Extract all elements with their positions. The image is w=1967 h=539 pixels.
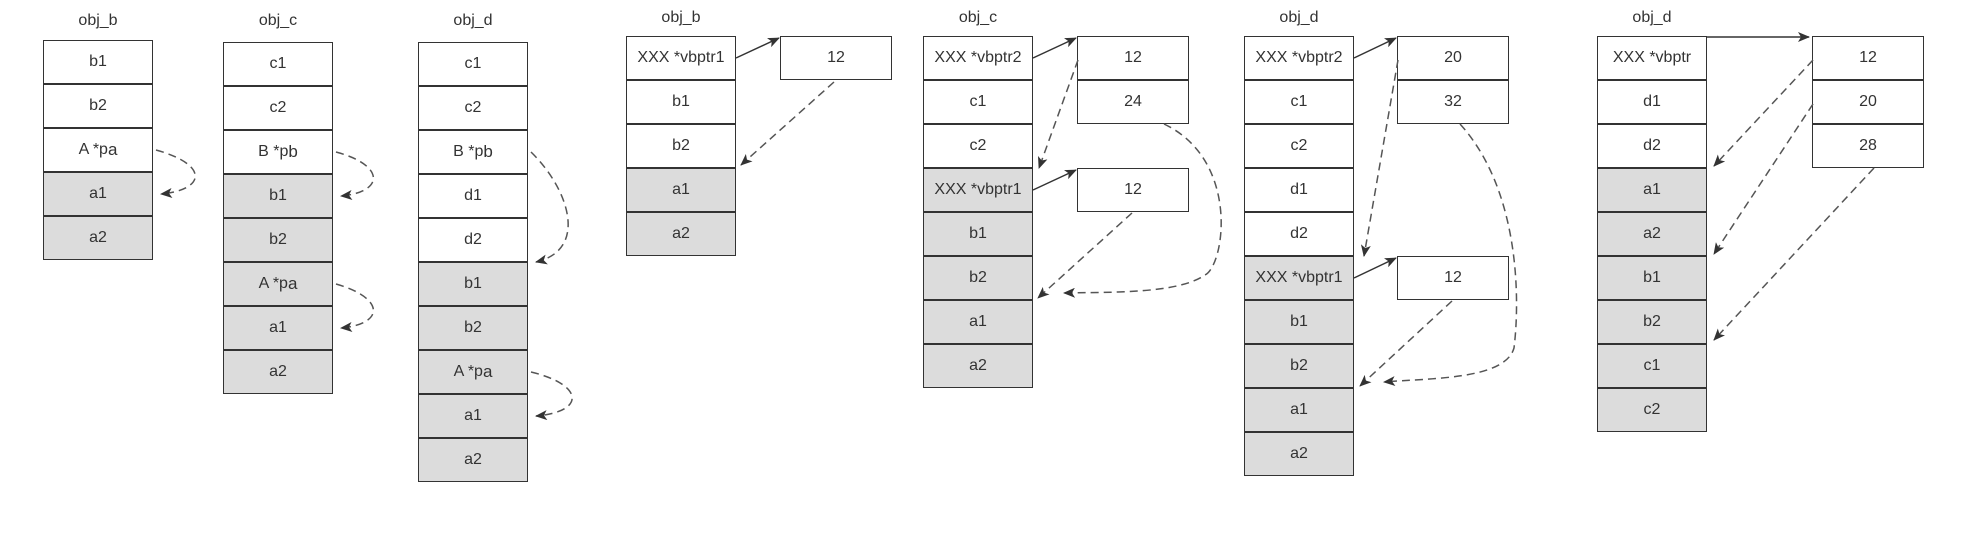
object-title: obj_d bbox=[1279, 9, 1319, 26]
dashed-pointer-arrow bbox=[530, 151, 569, 265]
member-cell: c2 bbox=[1244, 124, 1354, 168]
base-member-cell: b1 bbox=[923, 212, 1033, 256]
member-cell: c1 bbox=[923, 80, 1033, 124]
base-member-cell: a2 bbox=[418, 438, 528, 482]
vbptr-arrow bbox=[1353, 257, 1397, 279]
object-title: obj_d bbox=[453, 12, 493, 29]
dashed-offset-arrow bbox=[1713, 103, 1814, 255]
vbptr-cell: XXX *vbptr1 bbox=[923, 168, 1033, 212]
base-member-cell: a1 bbox=[223, 306, 333, 350]
member-cell: b2 bbox=[626, 124, 736, 168]
base-member-cell: a2 bbox=[626, 212, 736, 256]
dashed-pointer-arrow bbox=[530, 371, 573, 421]
object-title: obj_b bbox=[661, 9, 701, 26]
base-member-cell: a2 bbox=[43, 216, 153, 260]
dashed-pointer-arrow bbox=[155, 149, 196, 198]
base-member-cell: a2 bbox=[1244, 432, 1354, 476]
vbtable-offset-cell: 24 bbox=[1077, 80, 1189, 124]
vbptr-cell: XXX *vbptr1 bbox=[1244, 256, 1354, 300]
dashed-offset-arrow bbox=[1359, 300, 1453, 387]
base-member-cell: b1 bbox=[1244, 300, 1354, 344]
base-member-cell: a1 bbox=[418, 394, 528, 438]
vbptr-cell: XXX *vbptr2 bbox=[923, 36, 1033, 80]
member-cell: d1 bbox=[1597, 80, 1707, 124]
member-cell: d2 bbox=[418, 218, 528, 262]
dashed-pointer-arrow bbox=[335, 151, 375, 200]
base-member-cell: a2 bbox=[923, 344, 1033, 388]
vbptr-arrow bbox=[1353, 37, 1397, 59]
member-cell: c2 bbox=[923, 124, 1033, 168]
member-cell: d1 bbox=[1244, 168, 1354, 212]
member-cell: c1 bbox=[1244, 80, 1354, 124]
member-cell: d1 bbox=[418, 174, 528, 218]
base-member-cell: a1 bbox=[626, 168, 736, 212]
base-member-cell: a1 bbox=[1597, 168, 1707, 212]
base-member-cell: c1 bbox=[1597, 344, 1707, 388]
vbtable-offset-cell: 20 bbox=[1397, 36, 1509, 80]
vbptr-arrow bbox=[1032, 169, 1077, 191]
base-member-cell: b2 bbox=[1597, 300, 1707, 344]
base-member-cell: a1 bbox=[923, 300, 1033, 344]
base-member-cell: b1 bbox=[418, 262, 528, 306]
vbtable-offset-cell: 12 bbox=[1077, 36, 1189, 80]
vbtable-offset-cell: 32 bbox=[1397, 80, 1509, 124]
dashed-offset-arrow bbox=[740, 81, 835, 166]
vbptr-cell: XXX *vbptr1 bbox=[626, 36, 736, 80]
base-member-cell: b2 bbox=[418, 306, 528, 350]
dashed-offset-arrow bbox=[1713, 167, 1875, 341]
base-member-cell: b1 bbox=[1597, 256, 1707, 300]
member-cell: b1 bbox=[626, 80, 736, 124]
object-title: obj_b bbox=[78, 12, 118, 29]
object-title: obj_d bbox=[1632, 9, 1672, 26]
base-member-cell: a1 bbox=[43, 172, 153, 216]
vbptr-cell: XXX *vbptr2 bbox=[1244, 36, 1354, 80]
member-cell: b1 bbox=[43, 40, 153, 84]
base-member-cell: a2 bbox=[223, 350, 333, 394]
dashed-offset-arrow bbox=[1360, 59, 1399, 257]
base-member-cell: c2 bbox=[1597, 388, 1707, 432]
dashed-offset-arrow bbox=[1713, 59, 1814, 167]
object-title: obj_c bbox=[958, 9, 998, 26]
vbtable-offset-cell: 12 bbox=[1812, 36, 1924, 80]
object-title: obj_c bbox=[258, 12, 298, 29]
dashed-offset-arrow bbox=[1038, 59, 1079, 169]
dashed-offset-arrow bbox=[1037, 212, 1133, 299]
base-member-cell: b1 bbox=[223, 174, 333, 218]
member-cell: c1 bbox=[418, 42, 528, 86]
base-member-cell: b2 bbox=[923, 256, 1033, 300]
vbtable-offset-cell: 12 bbox=[1397, 256, 1509, 300]
base-member-cell: b2 bbox=[223, 218, 333, 262]
member-cell: b2 bbox=[43, 84, 153, 128]
vbptr-arrow bbox=[735, 37, 780, 59]
base-member-cell: b2 bbox=[1244, 344, 1354, 388]
member-cell: c1 bbox=[223, 42, 333, 86]
dashed-offset-arrow bbox=[1383, 123, 1518, 387]
member-cell: d2 bbox=[1597, 124, 1707, 168]
vbtable-offset-cell: 20 bbox=[1812, 80, 1924, 124]
dashed-pointer-arrow bbox=[335, 283, 375, 332]
vbptr-cell: XXX *vbptr bbox=[1597, 36, 1707, 80]
base-member-cell: a2 bbox=[1597, 212, 1707, 256]
member-cell: d2 bbox=[1244, 212, 1354, 256]
member-cell: c2 bbox=[223, 86, 333, 130]
vbtable-offset-cell: 12 bbox=[1077, 168, 1189, 212]
member-cell: c2 bbox=[418, 86, 528, 130]
vbptr-arrow bbox=[1032, 37, 1077, 59]
vbtable-offset-cell: 12 bbox=[780, 36, 892, 80]
vbtable-offset-cell: 28 bbox=[1812, 124, 1924, 168]
base-member-cell: a1 bbox=[1244, 388, 1354, 432]
